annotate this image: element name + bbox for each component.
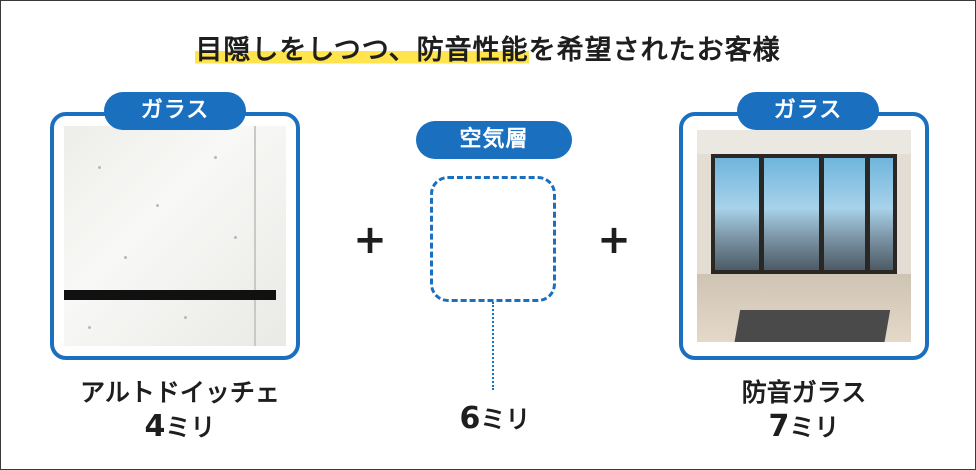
- mid-thickness-unit: ミリ: [480, 405, 531, 434]
- window-mullion: [819, 158, 824, 270]
- mid-thickness-number: 6: [459, 401, 481, 436]
- frosted-glass-photo: [64, 126, 286, 346]
- right-glass-panel: [679, 112, 929, 360]
- title-wrap: 目隠しをしつつ、防音性能を希望されたお客様: [0, 28, 976, 67]
- right-thickness-number: 7: [768, 409, 790, 444]
- window-mullion: [759, 158, 764, 270]
- left-glass-panel: [50, 112, 300, 360]
- room-window-photo: [697, 130, 911, 342]
- air-layer-connector: [492, 302, 494, 390]
- left-thickness-unit: ミリ: [165, 413, 216, 442]
- speck: [234, 236, 237, 239]
- right-glass-thickness: 7ミリ: [664, 412, 944, 443]
- left-glass-name: アルトドイッチェ: [80, 378, 280, 407]
- speck: [156, 204, 159, 207]
- room-ceiling: [697, 130, 911, 154]
- glass-tape: [64, 290, 276, 300]
- room-rug: [733, 310, 891, 342]
- glass-edge: [254, 126, 256, 346]
- title-highlight: 目隠しをしつつ、防音性能: [195, 35, 529, 66]
- left-glass-tag: ガラス: [104, 92, 246, 130]
- room-window: [711, 154, 897, 274]
- speck: [124, 256, 127, 259]
- left-thickness-number: 4: [144, 409, 166, 444]
- air-layer-box: [430, 176, 556, 302]
- right-glass-tag: ガラス: [737, 92, 879, 130]
- speck: [88, 326, 91, 329]
- speck: [184, 316, 187, 319]
- window-mullion: [865, 158, 870, 270]
- air-layer-thickness: 6ミリ: [410, 404, 580, 435]
- title-rest: を希望されたお客様: [528, 35, 781, 66]
- speck: [214, 156, 217, 159]
- plus-sign: +: [353, 217, 387, 263]
- air-layer-tag: 空気層: [416, 121, 572, 159]
- speck: [98, 166, 101, 169]
- page-title: 目隠しをしつつ、防音性能を希望されたお客様: [195, 28, 780, 67]
- right-glass-name: 防音ガラス: [741, 378, 867, 407]
- plus-sign: +: [597, 217, 631, 263]
- left-glass-thickness: 4ミリ: [40, 412, 320, 443]
- right-thickness-unit: ミリ: [789, 413, 840, 442]
